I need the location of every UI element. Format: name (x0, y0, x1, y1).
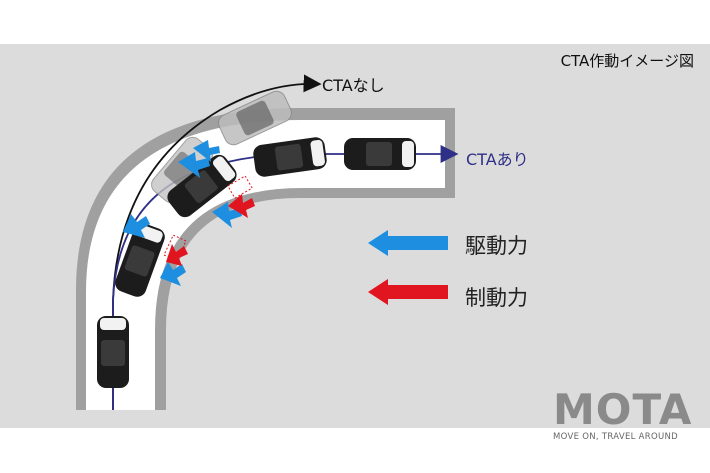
logo-tagline: MOVE ON, TRAVEL AROUND (553, 432, 678, 442)
legend-drive-force-label: 駆動力 (465, 234, 528, 258)
mota-logo: MOTA MOVE ON, TRAVEL AROUND (553, 385, 693, 443)
diagram-title: CTA作動イメージ図 (560, 52, 694, 70)
car-5 (344, 138, 416, 170)
legend-brake-arrow (368, 279, 448, 305)
legend-drive-arrow (368, 230, 448, 256)
car-1 (97, 316, 129, 388)
braking-force-arrows (163, 175, 255, 266)
path-without-cta (112, 74, 322, 410)
car-3 (167, 154, 237, 218)
label-with-cta: CTAあり (466, 150, 529, 169)
label-without-cta: CTAなし (322, 76, 385, 95)
legend-braking-force-label: 制動力 (465, 286, 528, 310)
ghost-car-upper (218, 90, 292, 146)
car-4 (253, 137, 327, 177)
drive-force-arrows (123, 140, 242, 286)
car-2 (115, 223, 165, 297)
logo-wordmark: MOTA (553, 385, 693, 434)
